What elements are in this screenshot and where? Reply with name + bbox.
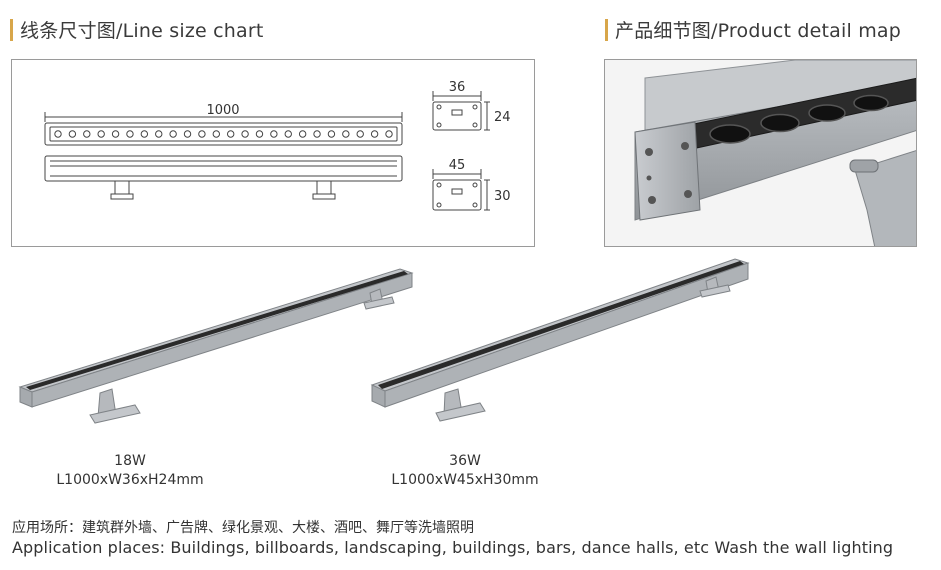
led-lens-cups [709, 94, 889, 144]
product-36w-caption: 36W L1000xW45xH30mm [365, 452, 565, 490]
led-dot [327, 130, 336, 138]
led-dot [111, 130, 120, 138]
led-dot [183, 130, 192, 138]
led-dots [54, 130, 393, 138]
title-accent-bar [605, 18, 608, 41]
product-18w-power: 18W [114, 453, 146, 469]
product-detail-map-title: 产品细节图/Product detail map [605, 16, 901, 43]
led-dot [68, 130, 77, 138]
product-18w-caption: 18W L1000xW36xH24mm [30, 452, 230, 490]
profile-large-height-label: 30 [494, 189, 511, 204]
led-dot [126, 130, 134, 138]
product-renders [18, 258, 750, 424]
led-dot [169, 130, 177, 138]
application-places-cn: 应用场所：建筑群外墙、广告牌、绿化景观、大楼、酒吧、舞厅等洗墙照明 [12, 520, 474, 536]
led-dot [342, 130, 350, 138]
profile-36x24 [432, 91, 490, 131]
product-36w-dimensions: L1000xW45xH30mm [391, 472, 539, 488]
led-dot [284, 130, 292, 138]
product-18w-dimensions: L1000xW36xH24mm [56, 472, 204, 488]
profile-45x30 [432, 169, 490, 211]
led-dot [298, 130, 307, 138]
led-dot [226, 130, 235, 138]
led-dot [270, 130, 278, 138]
product-36w-power: 36W [449, 453, 481, 469]
profile-large-width-label: 45 [449, 158, 466, 173]
led-dot [241, 130, 249, 138]
led-dot [140, 130, 149, 138]
led-dot [370, 130, 379, 138]
led-dot [313, 130, 321, 138]
led-dot [255, 130, 264, 138]
led-dot [212, 130, 221, 138]
product-detail-photo [604, 59, 917, 247]
led-dot [97, 130, 105, 138]
application-places-en: Application places: Buildings, billboard… [12, 538, 894, 557]
line-size-drawing: 1000 [11, 59, 535, 247]
length-dimension-label: 1000 [206, 103, 239, 118]
title-accent-bar [10, 18, 13, 41]
line-size-chart-title-text: 线条尺寸图/Line size chart [20, 20, 264, 42]
product-18w-render [18, 268, 414, 424]
side-view-bar [44, 155, 403, 200]
led-dot [155, 130, 163, 138]
led-dot [198, 130, 206, 138]
end-cap-screws [645, 142, 692, 204]
top-view-bar [44, 122, 403, 146]
product-closeup-illustration [634, 60, 916, 246]
led-dot [385, 130, 393, 138]
dimension-drawing: 1000 [44, 80, 511, 211]
profile-small-height-label: 24 [494, 110, 511, 125]
profile-small-width-label: 36 [449, 80, 466, 95]
product-detail-map-title-text: 产品细节图/Product detail map [615, 20, 902, 42]
led-dot [83, 130, 91, 138]
line-size-chart-title: 线条尺寸图/Line size chart [10, 16, 264, 43]
led-dot [356, 130, 364, 138]
led-dot [54, 130, 62, 138]
product-36w-render [370, 258, 750, 422]
